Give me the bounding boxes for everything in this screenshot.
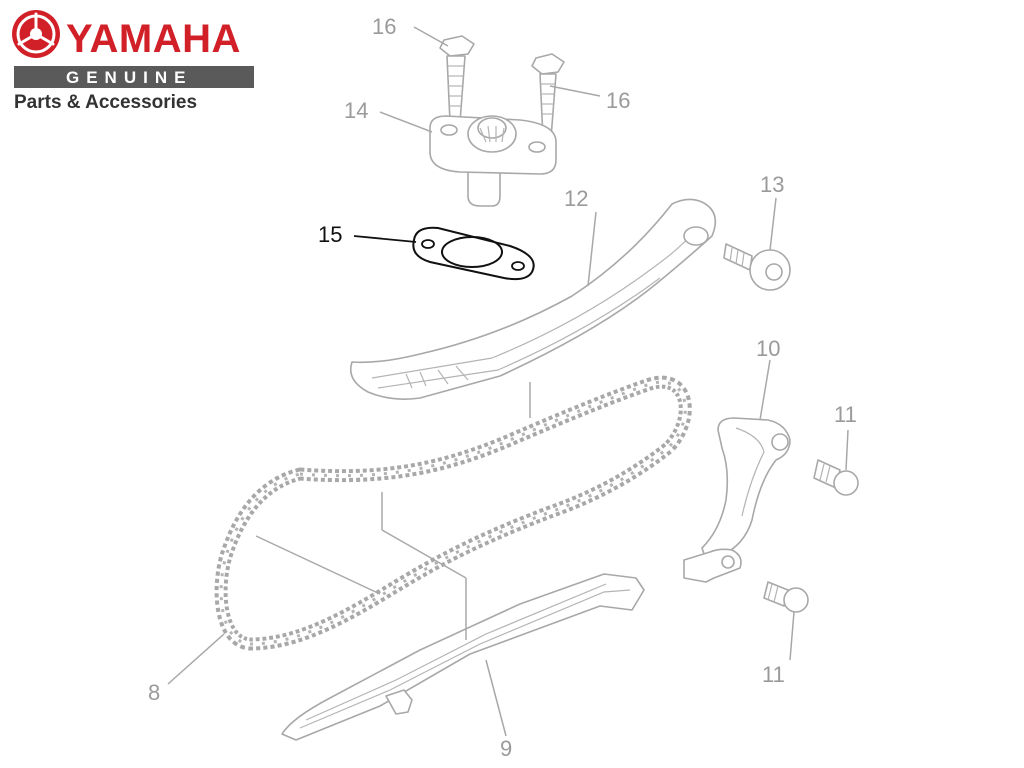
genuine-bar <box>14 66 254 88</box>
callout-11-lower: 11 <box>762 662 785 687</box>
guide-stopper-10[interactable] <box>683 417 791 583</box>
gasket-15[interactable] <box>412 226 535 281</box>
bolt-11-upper[interactable] <box>813 459 859 496</box>
chain-guide-12[interactable] <box>349 198 717 400</box>
callout-16-left: 16 <box>372 14 396 39</box>
yamaha-logo: YAMAHA GENUINE Parts & Accessories <box>12 10 254 113</box>
leader-lines <box>167 26 849 737</box>
callout-15: 15 <box>318 222 342 247</box>
tensioner-14[interactable] <box>429 115 557 207</box>
callout-11-upper: 11 <box>834 402 857 427</box>
callout-8: 8 <box>148 680 160 705</box>
pivot-bolt-13[interactable] <box>723 243 791 291</box>
bolt-11-lower[interactable] <box>763 581 809 613</box>
genuine-label: GENUINE <box>66 68 192 87</box>
callout-10: 10 <box>756 336 780 361</box>
callout-12: 12 <box>564 186 588 211</box>
callout-14: 14 <box>344 98 368 123</box>
brand-tagline: Parts & Accessories <box>14 92 197 113</box>
callout-16-right: 16 <box>606 88 630 113</box>
bolt-16-left[interactable] <box>439 35 475 123</box>
callout-9: 9 <box>500 736 512 761</box>
timing-chain-8[interactable] <box>214 375 692 651</box>
tuning-fork-emblem-icon <box>12 10 60 58</box>
callout-13: 13 <box>760 172 784 197</box>
chain-guide-9[interactable] <box>281 573 645 741</box>
bolt-16-right[interactable] <box>531 53 565 139</box>
brand-name: YAMAHA <box>66 17 241 61</box>
